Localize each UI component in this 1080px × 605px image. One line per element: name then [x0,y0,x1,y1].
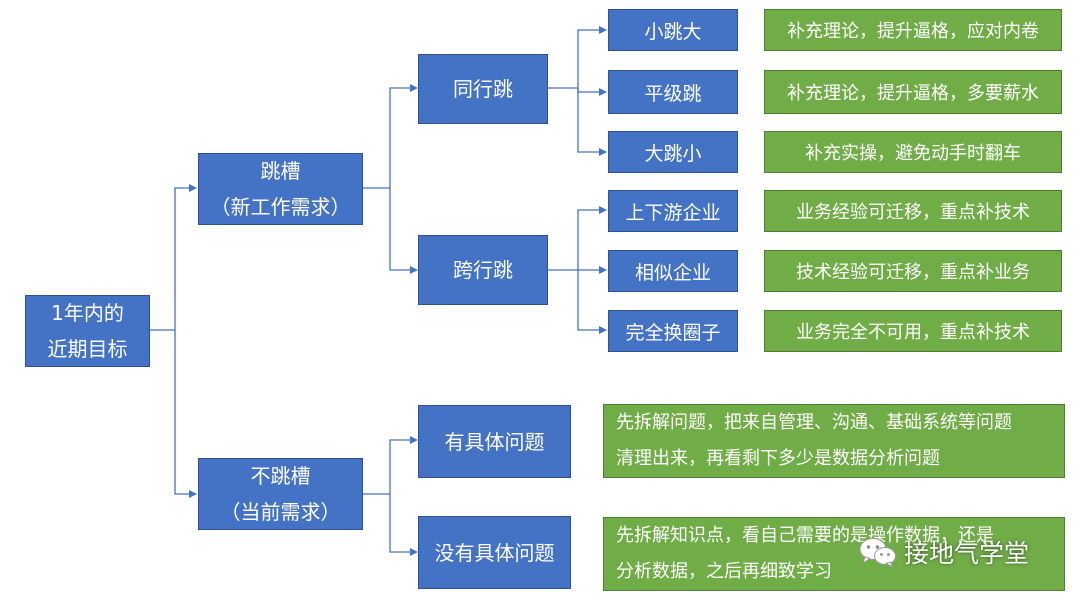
root-line2: 近期目标 [47,337,128,361]
leaf-node: 上下游企业 [608,190,738,232]
watermark: 接地气学堂 [858,534,1029,570]
leaf-advice-text: 业务经验可迁移，重点补技术 [796,202,1030,223]
specific-problem-advice: 先拆解问题，把来自管理、沟通、基础系统等问题 清理出来，再看剩下多少是数据分析问… [603,404,1065,478]
leaf-advice-text: 补充实操，避免动手时翻车 [805,143,1021,164]
jump-line2: （新工作需求） [210,195,351,219]
jump-line1: 跳槽 [260,159,301,183]
watermark-text: 接地气学堂 [904,539,1030,568]
leaf-label: 相似企业 [634,261,711,284]
specific-advice-line1: 先拆解问题，把来自管理、沟通、基础系统等问题 [616,412,1012,433]
wechat-icon [859,538,896,568]
cross-industry-label: 跨行跳 [453,258,513,282]
same-industry-label: 同行跳 [453,77,513,101]
leaf-node: 平级跳 [608,70,738,114]
leaf-label: 小跳大 [644,20,702,43]
leaf-advice-text: 补充理论，提升逼格，应对内卷 [787,21,1039,42]
no-specific-advice-line2: 分析数据，之后再细致学习 [616,561,832,582]
specific-problem-node: 有具体问题 [418,405,571,478]
leaf-advice: 业务经验可迁移，重点补技术 [764,190,1062,232]
no-specific-problem-label: 没有具体问题 [434,540,555,565]
no-specific-problem-node: 没有具体问题 [418,516,571,589]
leaf-node: 相似企业 [608,250,738,292]
specific-advice-line2: 清理出来，再看剩下多少是数据分析问题 [616,448,940,469]
no-specific-advice-line1: 先拆解知识点，看自己需要的是操作数据，还是 [616,525,994,546]
leaf-advice: 技术经验可迁移，重点补业务 [764,250,1062,292]
leaf-advice-text: 业务完全不可用，重点补技术 [796,322,1030,343]
leaf-label: 完全换圈子 [625,321,721,344]
root-node: 1年内的 近期目标 [25,295,150,367]
root-line1: 1年内的 [51,301,124,325]
jump-node: 跳槽 （新工作需求） [198,153,363,225]
leaf-advice: 补充理论，提升逼格，应对内卷 [764,9,1062,51]
same-industry-node: 同行跳 [418,54,548,124]
no-specific-problem-advice: 先拆解知识点，看自己需要的是操作数据，还是 分析数据，之后再细致学习 [603,517,1065,591]
nojump-line1: 不跳槽 [250,464,311,488]
leaf-label: 上下游企业 [625,201,721,224]
leaf-advice: 业务完全不可用，重点补技术 [764,310,1062,352]
leaf-advice: 补充实操，避免动手时翻车 [764,131,1062,173]
cross-industry-node: 跨行跳 [418,235,548,305]
leaf-node: 完全换圈子 [608,310,738,352]
nojump-line2: （当前需求） [220,500,341,524]
leaf-advice-text: 补充理论，提升逼格，多要薪水 [787,83,1039,104]
nojump-node: 不跳槽 （当前需求） [198,458,363,530]
leaf-advice: 补充理论，提升逼格，多要薪水 [764,70,1062,114]
leaf-label: 平级跳 [644,82,702,105]
leaf-label: 大跳小 [644,142,702,165]
leaf-node: 大跳小 [608,131,738,173]
leaf-node: 小跳大 [608,9,738,51]
leaf-advice-text: 技术经验可迁移，重点补业务 [796,262,1030,283]
specific-problem-label: 有具体问题 [444,429,545,454]
